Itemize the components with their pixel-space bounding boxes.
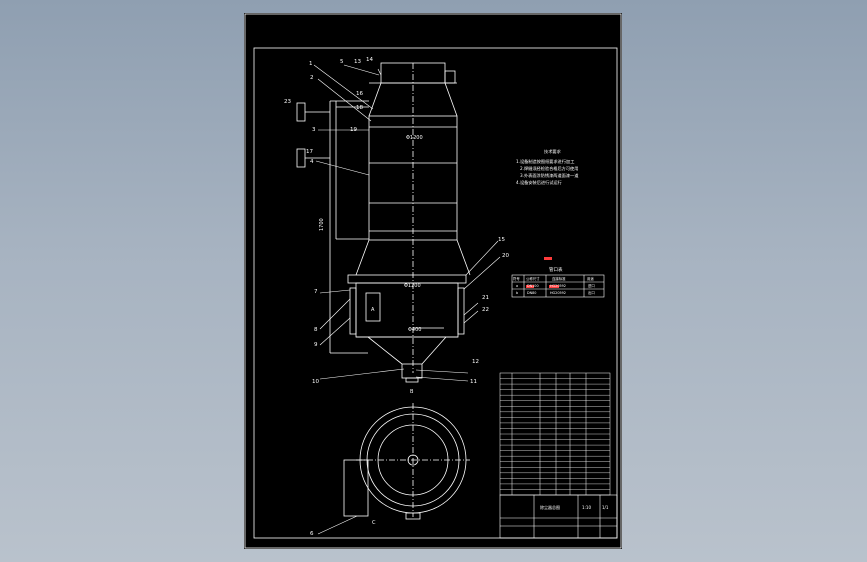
- title-sheet: 1/1: [602, 505, 609, 510]
- callout-22: 22: [482, 307, 489, 313]
- side-duct: [296, 70, 456, 354]
- nozzle-header-use: 用途: [587, 276, 594, 281]
- nozzle-row-b-symbol: b: [516, 291, 518, 295]
- callout-5: 5: [340, 59, 344, 65]
- callout-11: 11: [470, 379, 477, 385]
- callout-1: 1: [309, 61, 313, 67]
- highlight-marks: [526, 257, 559, 288]
- callout-9: 9: [314, 342, 318, 348]
- callout-12: 12: [472, 359, 479, 365]
- dim-side-height: 1700: [319, 218, 325, 231]
- nozzle-table: [511, 274, 605, 298]
- nozzle-header-size: 公称尺寸: [526, 276, 540, 281]
- callout-21: 21: [482, 295, 489, 301]
- inner-frame: [253, 47, 618, 539]
- callout-16: 16: [356, 91, 363, 97]
- nozzle-header-standard: 连接标准: [552, 276, 566, 281]
- callout-18: 18: [356, 105, 363, 111]
- nozzle-row-a-use: 进口: [588, 283, 595, 288]
- notes-line-1: 1.设备制造按图纸要求进行加工: [516, 158, 574, 165]
- callout-19: 19: [350, 127, 357, 133]
- title-drawing-name: 除尘器总图: [540, 504, 560, 510]
- notes-line-3: 3.外表面涂防锈漆两道面漆一道: [520, 172, 579, 179]
- nozzle-row-a-symbol: a: [516, 284, 518, 288]
- nozzle-row-a-size: DN100: [527, 284, 539, 288]
- title-block: [499, 494, 618, 539]
- leader-lines: [313, 64, 501, 535]
- parts-list-rows: [500, 378, 610, 490]
- callout-4: 4: [310, 159, 314, 165]
- callout-6: 6: [310, 531, 314, 537]
- nozzle-table-title: 管口表: [549, 266, 563, 273]
- label-section: B: [410, 389, 414, 395]
- outer-frame: [244, 13, 622, 549]
- notes-title: 技术要求: [544, 148, 562, 155]
- nozzle-row-b-use: 出口: [588, 290, 595, 295]
- callout-14: 14: [366, 57, 373, 63]
- label-side: C: [372, 520, 376, 526]
- callout-15: 15: [498, 237, 505, 243]
- callout-2: 2: [310, 75, 314, 81]
- title-scale: 1:10: [582, 505, 591, 510]
- callout-13: 13: [354, 59, 361, 65]
- notes-line-2: 2.焊缝须经检验合格后方可使用: [520, 165, 578, 172]
- nozzle-header-symbol: 符号: [513, 276, 520, 281]
- callout-10: 10: [312, 379, 319, 385]
- dim-main-diameter: Φ1200: [406, 135, 423, 141]
- callout-3: 3: [312, 127, 316, 133]
- vessel-body: [347, 62, 471, 383]
- callout-17: 17: [306, 149, 313, 155]
- notes-line-4: 4.设备安装后进行试运行: [516, 179, 562, 186]
- nozzle-row-a-standard: HG20592: [550, 284, 566, 288]
- dim-lower-diameter: Φ1200: [404, 283, 421, 289]
- callout-8: 8: [314, 327, 318, 333]
- nozzle-row-b-size: DN80: [527, 291, 536, 295]
- plan-view: [343, 403, 470, 520]
- nozzle-row-b-standard: HG20592: [550, 291, 566, 295]
- dim-inner-dia: Φ400: [408, 327, 421, 333]
- callout-23: 23: [284, 99, 291, 105]
- label-box: A: [371, 307, 375, 313]
- callout-20: 20: [502, 253, 509, 259]
- callout-7: 7: [314, 289, 318, 295]
